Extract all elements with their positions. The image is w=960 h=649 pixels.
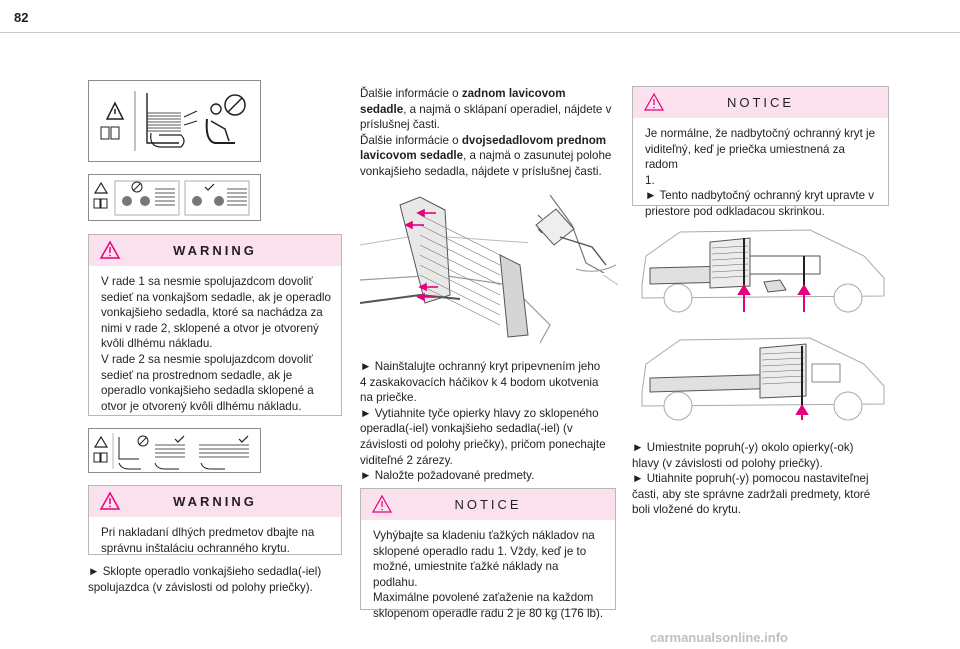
text-line: viditeľné 2 zárezy. bbox=[360, 453, 453, 467]
notice-box-middle: NOTICE Vyhýbajte sa kladeniu ťažkých nák… bbox=[360, 488, 616, 620]
page-number: 82 bbox=[14, 10, 29, 25]
notice-header: NOTICE bbox=[361, 489, 615, 520]
text-line: operadla(-iel) vonkajšieho sedadla(-iel)… bbox=[360, 422, 573, 436]
text-line: na priečke. bbox=[360, 391, 417, 405]
text-line: sklopené operadlo radu 1. Vždy, keď je t… bbox=[373, 544, 587, 558]
text-line: vonkajšieho sedadla, nájdete v príslušne… bbox=[360, 164, 602, 178]
van-illustration-2 bbox=[640, 334, 890, 426]
intro-paragraph: Ďalšie informácie o zadnom lavicovom sed… bbox=[360, 86, 622, 180]
text-line: ► Nainštalujte ochranný kryt pripevnením… bbox=[360, 360, 601, 373]
warning-header: WARNING bbox=[89, 235, 341, 266]
notice-title: NOTICE bbox=[454, 497, 522, 512]
warning-triangle-icon bbox=[99, 240, 121, 259]
warning-body: V rade 1 sa nesmie spolujazdcom dovoliť … bbox=[89, 266, 341, 414]
install-steps: ► Nainštalujte ochranný kryt pripevnením… bbox=[360, 359, 622, 484]
notice-header: NOTICE bbox=[633, 87, 888, 118]
text-line: kvôli dlhému nákladu. bbox=[101, 337, 213, 351]
text-line: Ďalšie informácie o zadnom lavicovom bbox=[360, 87, 566, 100]
warning-title: WARNING bbox=[173, 494, 257, 509]
text-line: časti, aby ste správne zadržali predmety… bbox=[632, 487, 871, 501]
text-line: otvor je otvorený kvôli dlhému nákladu. bbox=[101, 399, 302, 413]
text-line: Ďalšie informácie o dvojsedadlovom predn… bbox=[360, 133, 607, 147]
text-line: Pri nakladaní dlhých predmetov dbajte na bbox=[101, 526, 315, 539]
text-line: viditeľný, keď je priečka umiestnená za … bbox=[645, 142, 845, 172]
text-line: sedadle, a najmä o sklápaní operadiel, n… bbox=[360, 102, 612, 116]
text-line: boli vložené do krytu. bbox=[632, 503, 741, 517]
text-line: ► Naložte požadované predmety. bbox=[360, 469, 535, 483]
text-line: V rade 1 sa nesmie spolujazdcom dovoliť bbox=[101, 275, 313, 288]
protective-cover-illustration bbox=[359, 185, 619, 345]
header-rule bbox=[0, 32, 960, 33]
notice-title: NOTICE bbox=[726, 95, 795, 110]
text-line: sedieť na prostrednom sedadle, ak je bbox=[101, 368, 293, 382]
warning-title: WARNING bbox=[173, 243, 257, 258]
text-line: ► Umiestnite popruh(-y) okolo opierky(-o… bbox=[632, 441, 854, 454]
pictogram-seat-warning-3 bbox=[88, 428, 261, 473]
text-line: operadlo vonkajšieho sedadla sklopené a bbox=[101, 384, 314, 398]
text-line: Je normálne, že nadbytočný ochranný kryt… bbox=[645, 127, 876, 140]
warning-header: WARNING bbox=[89, 486, 341, 517]
text-line: lavicovom sedadle, a najmä o zasunutej p… bbox=[360, 149, 612, 163]
watermark: carmanualsonline.info bbox=[650, 630, 788, 645]
notice-triangle-icon bbox=[371, 494, 393, 513]
text-line: ► Tento nadbytočný ochranný kryt upravte… bbox=[645, 189, 875, 203]
warning-triangle-icon bbox=[99, 491, 121, 510]
pictogram-seat-warning-2 bbox=[88, 174, 261, 221]
text-line: ► Utiahnite popruh(-y) pomocou nastavite… bbox=[632, 472, 869, 486]
seat-load-pictogram-icon bbox=[100, 91, 246, 151]
van-strap-drawing-icon bbox=[641, 337, 885, 421]
notice-triangle-icon bbox=[643, 92, 665, 111]
text-line: vonkajšieho sedadla, ktoré sa nachádza z… bbox=[101, 306, 323, 320]
van-cover-drawing-icon bbox=[641, 229, 885, 313]
text-line: 1. bbox=[645, 173, 655, 187]
text-line: možné, umiestnite ťažké náklady na podla… bbox=[373, 560, 559, 589]
pictogram-seat-warning-1 bbox=[88, 80, 261, 162]
warning-box-1: WARNING V rade 1 sa nesmie spolujazdcom … bbox=[88, 234, 342, 416]
strap-steps: ► Umiestnite popruh(-y) okolo opierky(-o… bbox=[632, 440, 894, 518]
fold-seat-instruction: ► Sklopte operadlo vonkajšieho sedadla(-… bbox=[88, 564, 348, 595]
text-line: hlavy (v závislosti od polohy priečky). bbox=[632, 456, 823, 470]
folded-seat-pictogram-icon bbox=[93, 433, 249, 470]
text-line: ► Sklopte operadlo vonkajšieho sedadla(-… bbox=[88, 565, 322, 578]
text-line: Vyhýbajte sa kladeniu ťažkých nákladov n… bbox=[373, 529, 595, 542]
text-line: sklopenom operadle radu 2 je 80 kg (176 … bbox=[373, 606, 604, 620]
text-line: správnu inštaláciu ochranného krytu. bbox=[101, 541, 290, 555]
notice-body: Vyhýbajte sa kladeniu ťažkých nákladov n… bbox=[361, 520, 615, 622]
text-line: Maximálne povolené zaťaženie na každom bbox=[373, 591, 594, 605]
van-illustration-1 bbox=[640, 226, 890, 318]
text-line: ► Vytiahnite tyče opierky hlavy zo sklop… bbox=[360, 406, 599, 420]
text-line: závislosti od polohy priečky), pričom po… bbox=[360, 437, 606, 451]
text-line: V rade 2 sa nesmie spolujazdcom dovoliť bbox=[101, 352, 313, 366]
warning-box-2: WARNING Pri nakladaní dlhých predmetov d… bbox=[88, 485, 342, 555]
text-line: sedieť na vonkajšom sedadle, ak je opera… bbox=[101, 290, 331, 304]
seat-row-pictogram-icon bbox=[93, 180, 250, 216]
text-line: 4 zaskakovacích háčikov k 4 bodom ukotve… bbox=[360, 375, 599, 389]
text-line: nimi v rade 2, sklopené a otvor je otvor… bbox=[101, 321, 319, 335]
text-line: spolujazdca (v závislosti od polohy prie… bbox=[88, 580, 313, 594]
notice-box-right: NOTICE Je normálne, že nadbytočný ochran… bbox=[632, 86, 889, 218]
text-line: priestore pod odkladacou skrinkou. bbox=[645, 204, 825, 218]
cover-installation-drawing-icon bbox=[359, 187, 619, 344]
warning-body: Pri nakladaní dlhých predmetov dbajte na… bbox=[89, 517, 341, 556]
text-line: príslušnej časti. bbox=[360, 118, 440, 132]
notice-body: Je normálne, že nadbytočný ochranný kryt… bbox=[633, 118, 888, 220]
